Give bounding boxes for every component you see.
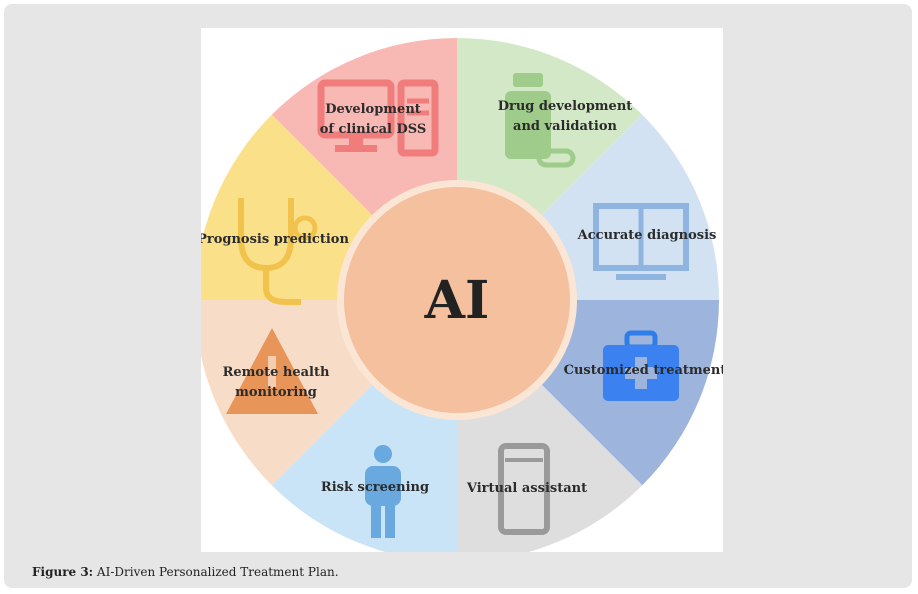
segment-label-line: Customized treatment (564, 363, 723, 378)
segment-label-line: monitoring (235, 385, 317, 400)
segment-label-remote: Remote health monitoring (223, 365, 330, 400)
ai-center-circle: AI (337, 180, 577, 420)
stethoscope-icon (238, 198, 318, 305)
computer-icon (317, 79, 439, 157)
open-book-icon (593, 203, 689, 280)
pill-bottle-icon (505, 73, 576, 168)
caption-label: Figure 3: (32, 565, 94, 579)
segment-label-drug: Drug development and validation (498, 99, 633, 134)
caption-text: AI-Driven Personalized Treatment Plan. (93, 565, 339, 579)
ai-center-label: AI (424, 270, 490, 331)
medical-kit-icon (603, 330, 679, 401)
segment-label-virtual: Virtual assistant (466, 481, 587, 496)
segment-label-line: and validation (513, 119, 617, 134)
person-icon (365, 445, 401, 538)
segment-label-prognosis: Prognosis prediction (201, 232, 349, 247)
segment-label-line: Accurate diagnosis (577, 228, 717, 243)
figure-image: AI Development of clinical DSS Drug develo… (201, 28, 723, 552)
segment-label-risk: Risk screening (321, 480, 429, 495)
segment-label-line: Risk screening (321, 480, 429, 495)
segment-label-line: Development (325, 102, 421, 117)
segment-label-dss: Development of clinical DSS (320, 102, 427, 137)
figure-frame: AI Development of clinical DSS Drug develo… (4, 4, 912, 588)
figure-caption: Figure 3: AI-Driven Personalized Treatme… (32, 565, 339, 579)
segment-label-treatment: Customized treatment (564, 363, 723, 378)
segment-label-line: Remote health (223, 365, 330, 380)
segment-label-line: Virtual assistant (466, 481, 587, 496)
warning-triangle-icon (226, 328, 318, 414)
segment-label-line: of clinical DSS (320, 122, 427, 137)
segment-label-diagnosis: Accurate diagnosis (577, 228, 717, 243)
ai-wheel-diagram: AI Development of clinical DSS Drug develo… (201, 38, 723, 552)
smartphone-icon (498, 443, 550, 535)
segment-label-line: Prognosis prediction (201, 232, 349, 247)
segment-label-line: Drug development (498, 99, 633, 114)
